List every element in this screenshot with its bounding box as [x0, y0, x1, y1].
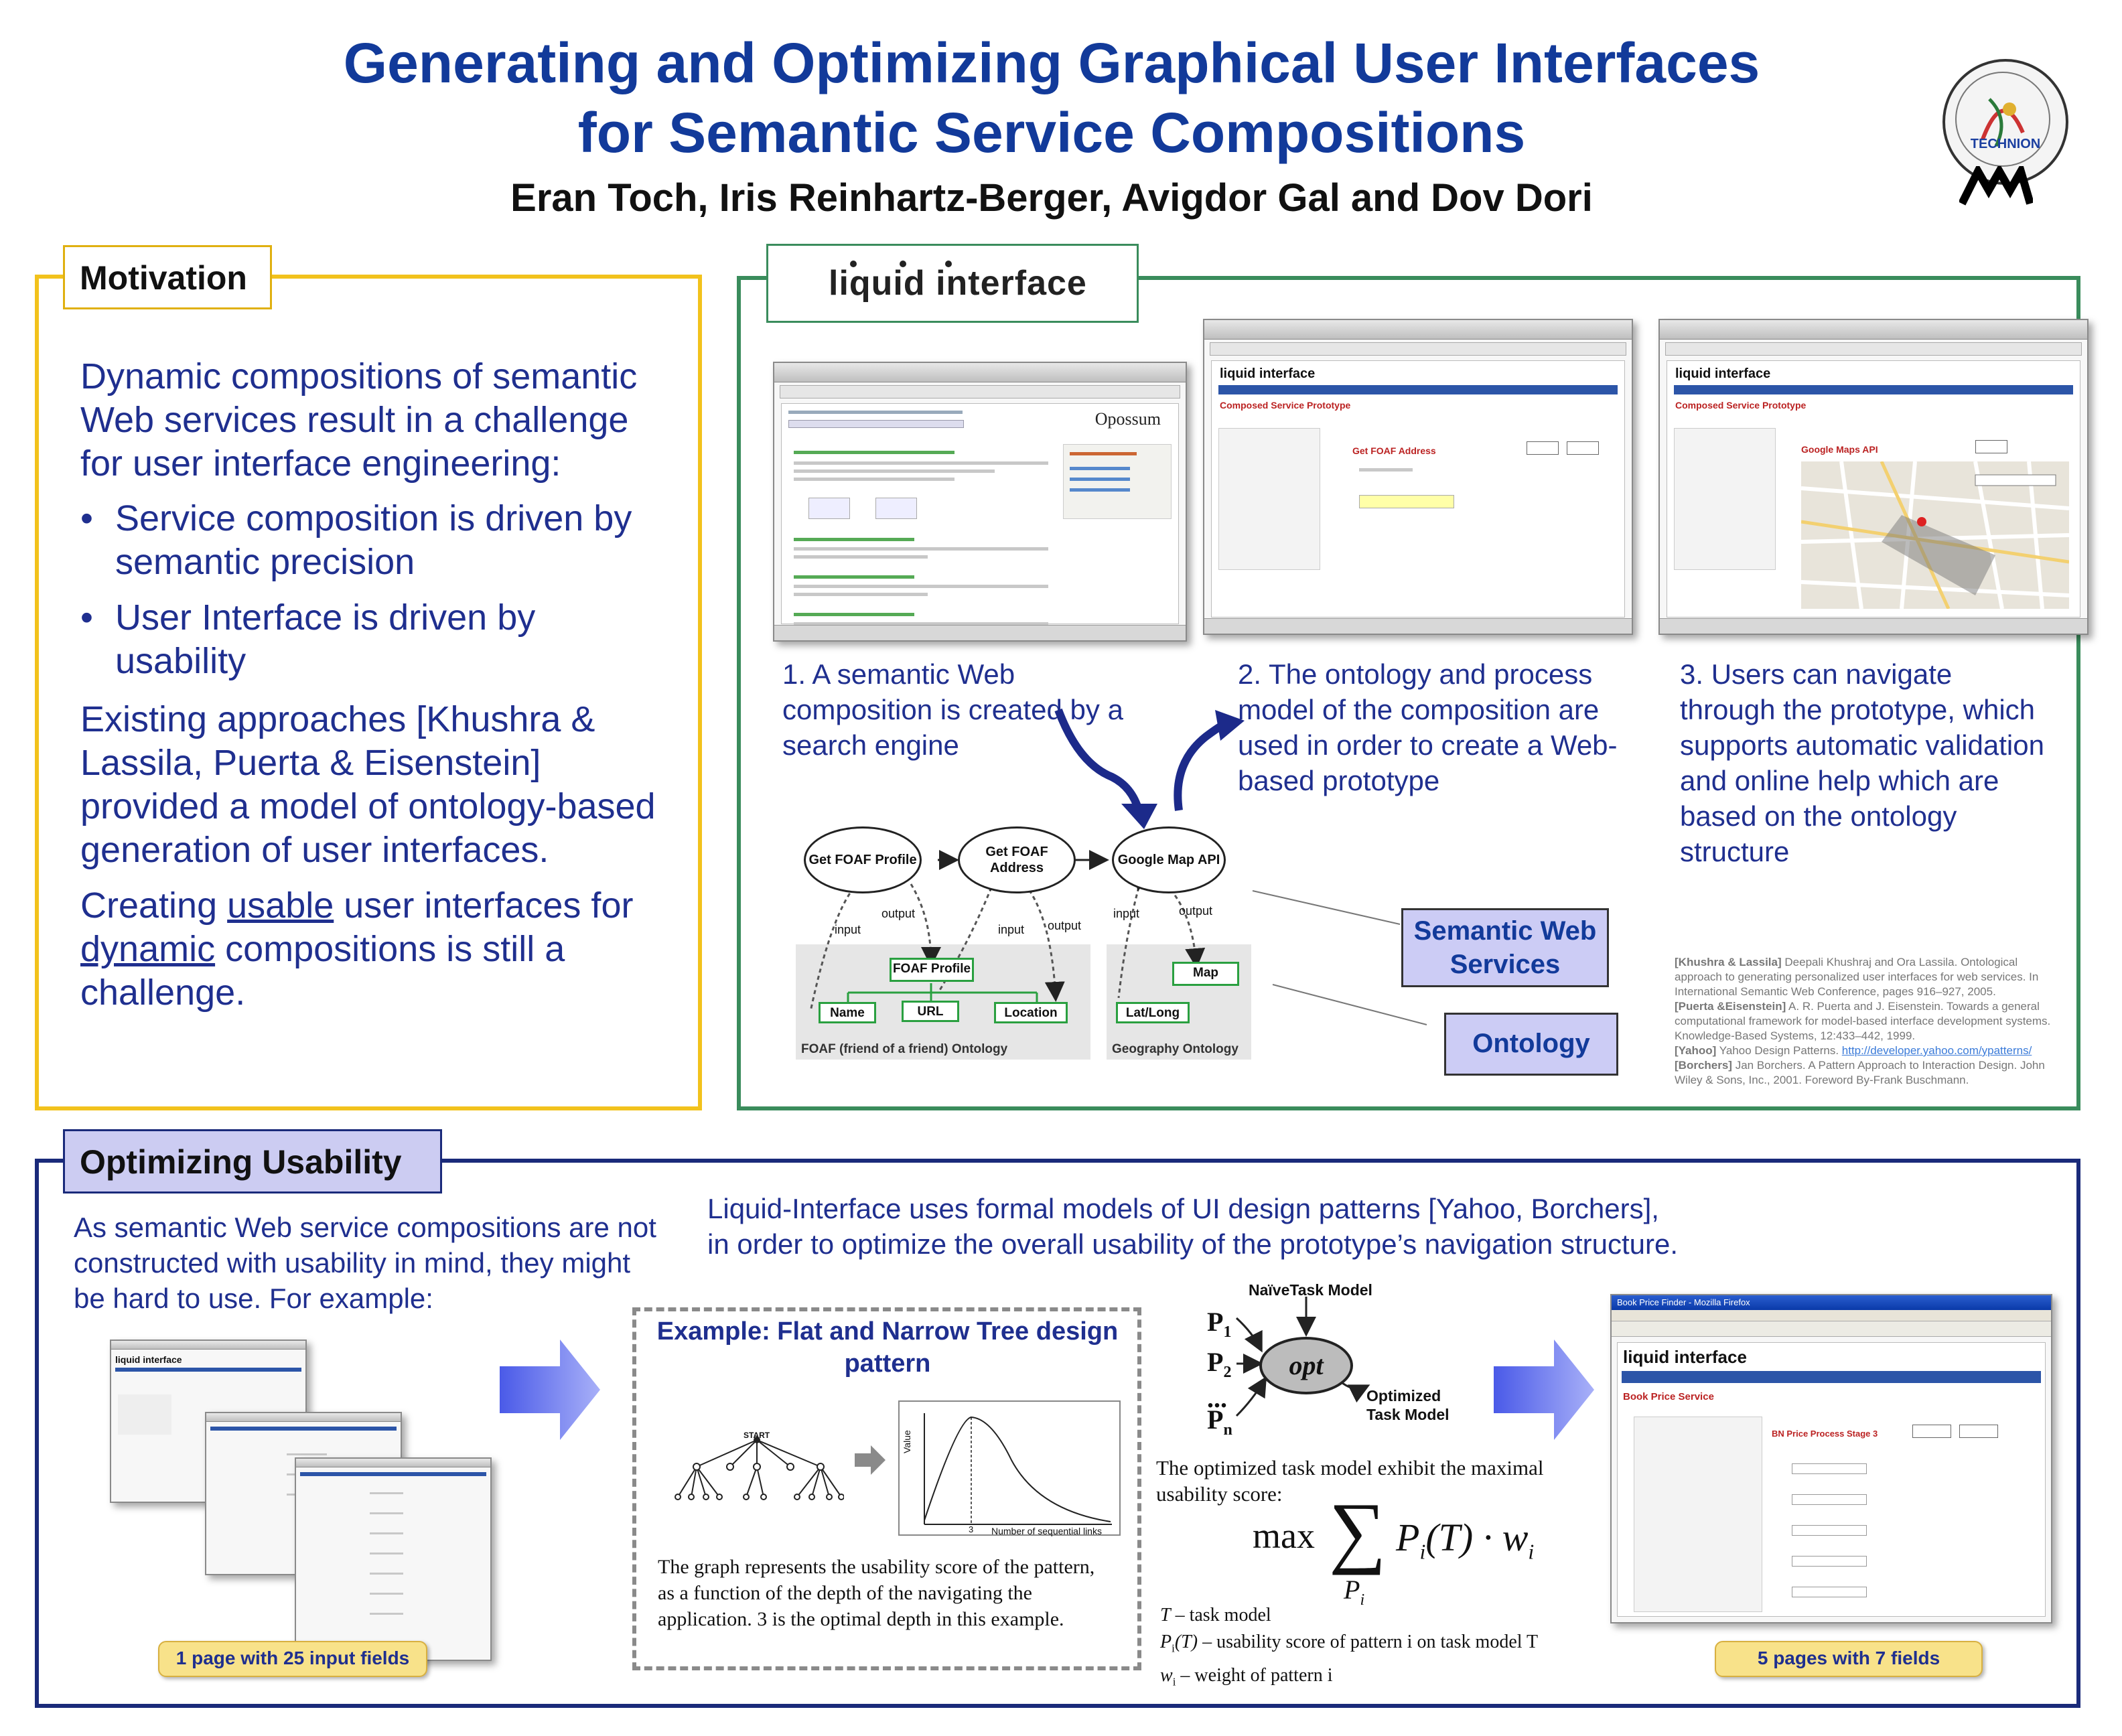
- input-label: input: [998, 923, 1025, 936]
- screenshot-optimized-prototype: Book Price Finder - Mozilla Firefox liqu…: [1610, 1294, 2052, 1623]
- authors: Eran Toch, Iris Reinhartz-Berger, Avigdo…: [510, 176, 1593, 220]
- arrow-up-icon: [1174, 710, 1245, 811]
- graph-x-label: Number of sequential links: [991, 1526, 1102, 1536]
- example-title: Example: Flat and Narrow Tree design pat…: [656, 1317, 1119, 1378]
- right-arrow-icon: [500, 1340, 600, 1440]
- screenshot-prototype-map: liquid interface Composed Service Protot…: [1658, 319, 2089, 635]
- opt-node: opt: [1259, 1337, 1353, 1394]
- screenshot-search-engine: Opossum: [773, 362, 1187, 642]
- pattern-ellipsis: ...: [1207, 1383, 1227, 1413]
- geo-caption: Geography Ontology: [1112, 1042, 1239, 1056]
- faculty-logo: [1959, 166, 2033, 206]
- right-arrow-icon: [1494, 1340, 1594, 1440]
- screenshot-prototype-address: liquid interface Composed Service Protot…: [1203, 319, 1633, 635]
- motivation-intro: Dynamic compositions of semantic Web ser…: [80, 356, 638, 484]
- badge-five-pages: 5 pages with 7 fields: [1715, 1641, 1983, 1677]
- poster-title: Generating and Optimizing Graphical User…: [343, 31, 1760, 164]
- motivation-heading: Motivation: [63, 245, 272, 309]
- technion-logo: TECHNION: [1942, 59, 2068, 185]
- yahoo-link[interactable]: http://developer.yahoo.com/ypatterns/: [1841, 1044, 2032, 1057]
- node-get-foaf-profile: Get FOAF Profile: [804, 826, 922, 893]
- node-google-map-api: Google Map API: [1112, 826, 1226, 893]
- graph-y-label: Value: [902, 1430, 912, 1453]
- step-2: 2. The ontology and process model of the…: [1238, 658, 1618, 796]
- usability-heading: Optimizing Usability: [63, 1129, 442, 1194]
- references: [Khushra & Lassila] Deepali Khushraj and…: [1675, 955, 2063, 1088]
- definition-item: T – task model: [1160, 1605, 1271, 1625]
- usability-curve-graph: [898, 1400, 1121, 1536]
- badge-one-page: 1 page with 25 input fields: [158, 1641, 427, 1677]
- box-lat-long: Lat/Long: [1116, 1002, 1190, 1023]
- screenshot-single-page: [295, 1457, 492, 1661]
- formula-sigma: ∑: [1329, 1486, 1387, 1575]
- optimized-task-model-label: Optimized Task Model: [1366, 1387, 1449, 1423]
- motivation-bullet: •Service composition is driven by semant…: [80, 498, 632, 582]
- example-caption: The graph represents the usability score…: [658, 1556, 1095, 1630]
- opt-connectors: [1235, 1297, 1370, 1417]
- motivation-panel: [35, 275, 702, 1110]
- output-label: output: [881, 907, 916, 920]
- ontology-connectors: [847, 983, 1038, 1002]
- step-1: 1. A semantic Web composition is created…: [782, 658, 1123, 761]
- formula-body: Pi(T) · wi: [1396, 1516, 1535, 1564]
- liquid-interface-logo: liquid interface: [829, 264, 1087, 303]
- pattern-label-n: Pn: [1207, 1404, 1232, 1439]
- input-label: input: [1113, 907, 1140, 920]
- reference-item: [Borchers] Jan Borchers. A Pattern Appro…: [1675, 1059, 2045, 1086]
- reference-item: [Khushra & Lassila] Deepali Khushraj and…: [1675, 956, 2039, 998]
- box-url: URL: [902, 1001, 959, 1022]
- foaf-caption: FOAF (friend of a friend) Ontology: [801, 1042, 1008, 1056]
- reference-item: [Puerta &Eisenstein] A. R. Puerta and J.…: [1675, 1000, 2051, 1042]
- usability-panel: [35, 1159, 2080, 1708]
- motivation-existing: Existing approaches [Khushra & Lassila, …: [80, 699, 656, 870]
- formula-definitions: T – task model Pi(T) – usability score o…: [1160, 1602, 1575, 1695]
- pattern-label-2: P2: [1207, 1347, 1232, 1381]
- usability-top-text: Liquid-Interface uses formal models of U…: [707, 1193, 1678, 1260]
- graph-x-tick: 3: [969, 1524, 974, 1534]
- tree-start-label: START: [744, 1431, 770, 1440]
- naive-task-model-label: NaïveTask Model: [1249, 1281, 1372, 1299]
- liquid-interface-logo-box: liquid interface: [766, 244, 1139, 323]
- legend-connectors: [1252, 890, 1427, 1025]
- step-3: 3. Users can navigate through the protot…: [1680, 658, 2044, 867]
- reference-item: [Yahoo] Yahoo Design Patterns. http://de…: [1675, 1044, 2032, 1057]
- formula-sigma-sub: Pi: [1344, 1575, 1365, 1609]
- box-map: Map: [1172, 962, 1239, 986]
- definition-item: Pi(T) – usability score of pattern i on …: [1160, 1632, 1539, 1655]
- tree-diagram: [675, 1437, 844, 1500]
- output-label: output: [1048, 919, 1082, 932]
- motivation-bullet: •User Interface is driven by usability: [80, 597, 536, 681]
- liquid-interface-panel: [737, 276, 2080, 1110]
- legend-semantic-web-services: Semantic Web Services: [1401, 908, 1609, 987]
- motivation-closing: Creating usable user interfaces for dyna…: [80, 885, 634, 1013]
- input-label: input: [835, 923, 861, 936]
- box-foaf-profile: FOAF Profile: [890, 958, 974, 982]
- pattern-label-1: P1: [1207, 1307, 1232, 1341]
- formula-max: max: [1253, 1516, 1315, 1556]
- box-name: Name: [819, 1002, 876, 1023]
- legend-ontology: Ontology: [1444, 1013, 1618, 1076]
- node-get-foaf-address: Get FOAF Address: [958, 826, 1076, 893]
- box-location: Location: [994, 1002, 1068, 1023]
- formula-intro: The optimized task model exhibit the max…: [1156, 1456, 1544, 1506]
- output-label: output: [1179, 904, 1213, 918]
- arrow-down-icon: [1054, 708, 1157, 829]
- usability-left-text: As semantic Web service compositions are…: [74, 1212, 656, 1314]
- gray-arrow-icon: [855, 1445, 886, 1475]
- definition-item: wi – weight of pattern i: [1160, 1664, 1333, 1688]
